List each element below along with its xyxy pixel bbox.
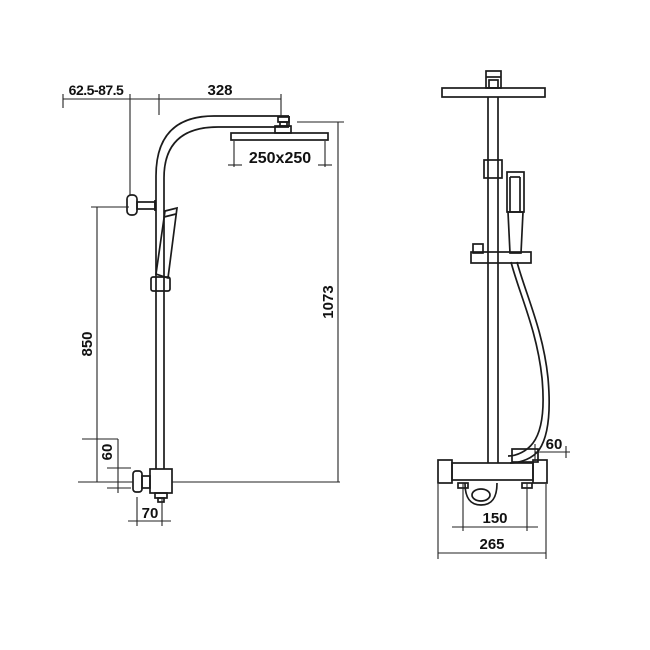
- overhead-shower-plate: [230, 132, 329, 141]
- overhead-shower-plate-side: [441, 87, 546, 98]
- front-view: 62.5-87.5 328 250x250 1073 850 60 70: [62, 82, 344, 526]
- wall-bracket: [126, 194, 156, 216]
- hand-shower: [155, 206, 179, 280]
- dim-label-rail-height: 850: [79, 331, 96, 356]
- dim-label-overall-height: 1073: [320, 285, 337, 318]
- dim-label-hose-offset: 60: [546, 436, 563, 453]
- dim-label-arm-reach: 328: [207, 82, 232, 99]
- hose-inner: [507, 261, 544, 457]
- mixer-valve-side: [437, 459, 548, 506]
- slider-holder: [150, 276, 171, 292]
- shower-arm-inner: [163, 126, 289, 469]
- dim-label-supply-offset: 60: [99, 444, 116, 461]
- shower-arm-outer: [155, 115, 289, 469]
- dim-label-valve-width: 70: [142, 505, 159, 522]
- hand-shower-side: [506, 171, 525, 254]
- front-dimensions: [62, 94, 344, 526]
- dim-label-wall-offset: 62.5-87.5: [69, 82, 124, 98]
- pipe-coupler: [483, 159, 503, 179]
- head-connector-side: [485, 70, 502, 89]
- mixer-valve-front: [132, 468, 173, 503]
- hose-outer: [509, 261, 550, 464]
- holder-bracket-side: [470, 243, 532, 264]
- dim-label-head-size: 250x250: [249, 150, 311, 167]
- dim-label-inlet-spacing: 150: [482, 510, 507, 527]
- dim-label-valve-length: 265: [479, 536, 504, 553]
- side-view: 60 150 265: [437, 70, 570, 559]
- hose-fitting: [511, 448, 539, 463]
- side-dimensions: [437, 444, 570, 559]
